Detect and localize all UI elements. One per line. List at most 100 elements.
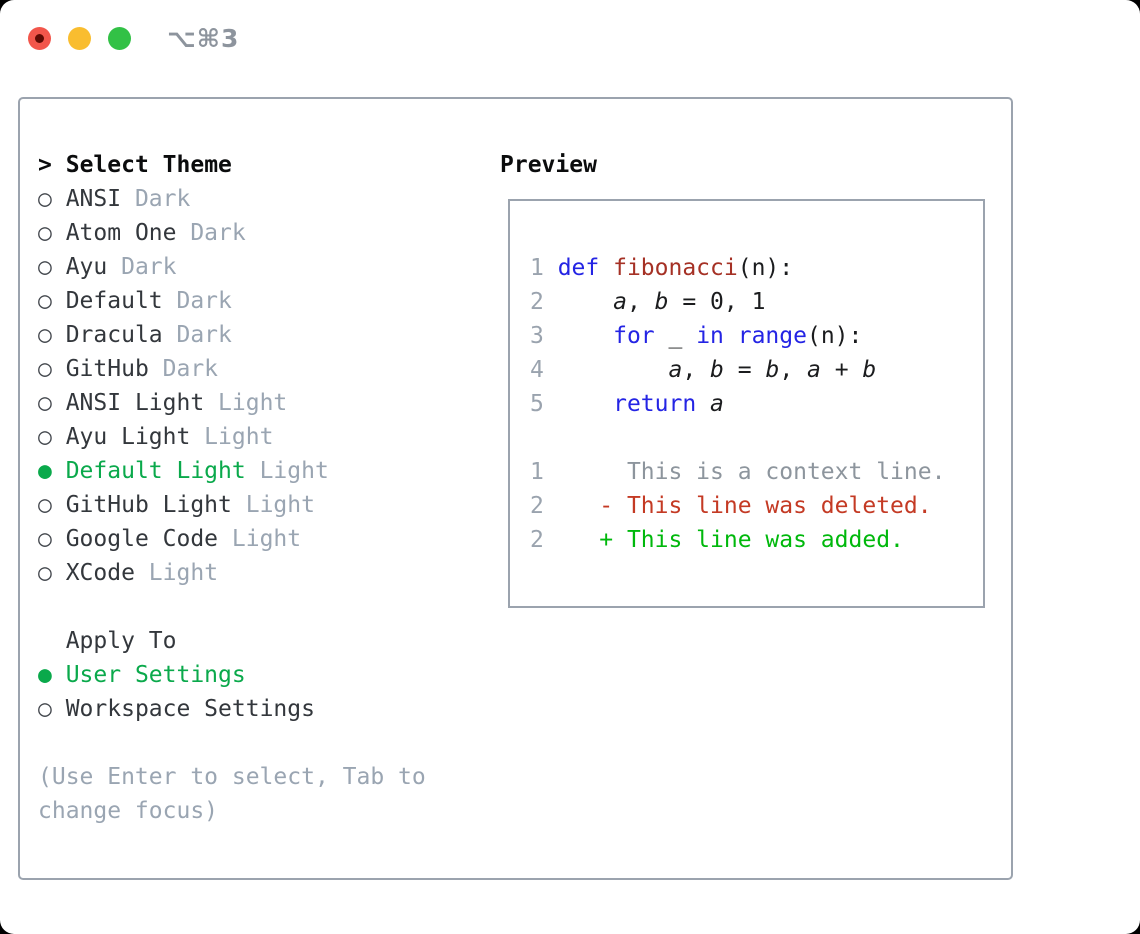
option-label: Ayu Light [65,424,191,450]
code-token-plain: = [723,357,766,383]
keyboard-hint: (Use Enter to select, Tab to change focu… [38,764,426,824]
theme-option[interactable]: ○ XCode Light [38,556,468,590]
preview-header: Preview [500,152,597,178]
option-variant-label: Dark [162,288,232,314]
code-token-num: 2 [530,527,558,553]
code-token-fn: fibonacci [613,255,738,281]
code-token-plain [558,391,613,417]
theme-option[interactable]: ○ Default Dark [38,284,468,318]
gap [38,726,468,760]
option-label: Default Light [65,458,246,484]
option-variant-label: Light [231,492,315,518]
select-theme-title: Select Theme [65,152,232,178]
preview-code-line: 5 return a [530,387,983,421]
option-label: ANSI Light [65,390,205,416]
radio-unselected-icon: ○ [38,560,66,586]
code-token-kw: return [613,391,711,417]
option-label: Atom One [65,220,177,246]
option-variant-label: Dark [162,322,232,348]
option-label: GitHub [65,356,149,382]
code-token-var: a [613,289,627,315]
theme-option[interactable]: ○ Dracula Dark [38,318,468,352]
theme-selector-panel: > Select Theme ○ ANSI Dark○ Atom One Dar… [18,97,1013,880]
preview-code-line: 4 a, b = b, a + b [530,353,983,387]
minimize-button[interactable] [68,27,91,50]
theme-option[interactable]: ○ Ayu Light Light [38,420,468,454]
title-bar: ⌥⌘3 [0,0,1140,60]
option-variant-label: Light [190,424,274,450]
option-variant-label: Light [204,390,288,416]
code-token-var: a [710,391,724,417]
theme-option[interactable]: ○ ANSI Light Light [38,386,468,420]
option-variant-label: Light [218,526,302,552]
apply-to-option[interactable]: ● User Settings [38,658,468,692]
radio-unselected-icon: ○ [38,356,66,382]
code-token-num: 1 [530,459,558,485]
theme-option[interactable]: ○ Google Code Light [38,522,468,556]
option-variant-label: Dark [148,356,219,382]
preview-code-line: 1 This is a context line. [530,455,983,489]
code-token-var: b [765,357,780,383]
code-token-kw: def [557,255,614,281]
select-theme-label [52,152,66,178]
preview-code-line: 2 a, b = 0, 1 [530,285,983,319]
theme-list: ○ ANSI Dark○ Atom One Dark○ Ayu Dark○ De… [38,182,468,590]
apply-to-header: Apply To [65,628,177,654]
theme-option[interactable]: ○ GitHub Light Light [38,488,468,522]
radio-selected-icon: ● [38,662,66,688]
radio-unselected-icon: ○ [38,424,66,450]
theme-option[interactable]: ○ Atom One Dark [38,216,468,250]
code-token-plain: (n): [737,255,794,281]
option-label: Dracula [65,322,163,348]
option-variant-label: Dark [107,254,177,280]
code-token-ctx: This is a context line. [557,459,946,485]
code-token-num: 2 [530,493,558,519]
code-token-plain: (n): [806,323,863,349]
code-token-plain: , [682,357,711,383]
option-label: Workspace Settings [65,696,315,722]
option-label: Ayu [65,254,108,280]
code-token-plain [558,289,613,315]
radio-unselected-icon: ○ [38,526,66,552]
radio-unselected-icon: ○ [38,186,66,212]
option-variant-label: Light [134,560,219,586]
close-button[interactable] [28,27,51,50]
code-token-plain: , [779,357,808,383]
code-token-num: 3 [530,323,558,349]
code-token-kw: for [613,323,669,349]
radio-unselected-icon: ○ [38,254,66,280]
theme-option[interactable]: ○ GitHub Dark [38,352,468,386]
zoom-button[interactable] [108,27,131,50]
option-label: ANSI [65,186,122,212]
option-label: Google Code [65,526,219,552]
code-token-plain: = 0, 1 [668,289,766,315]
option-variant-label: Dark [121,186,191,212]
radio-unselected-icon: ○ [38,390,66,416]
option-variant-label: Dark [176,220,246,246]
preview-code-line: 2 - This line was deleted. [530,489,983,523]
radio-unselected-icon: ○ [38,288,66,314]
code-token-var: b [654,289,669,315]
preview-code-line [530,421,983,455]
apply-to-list: ● User Settings○ Workspace Settings [38,658,468,726]
radio-unselected-icon: ○ [38,492,66,518]
code-token-num: 5 [530,391,558,417]
preview-code-line: 2 + This line was added. [530,523,983,557]
select-theme-header: > Select Theme [38,148,468,182]
option-label: Default [65,288,163,314]
code-token-num: 1 [530,255,558,281]
code-token-plain [558,357,669,383]
theme-selector-column: > Select Theme ○ ANSI Dark○ Atom One Dar… [38,148,468,828]
theme-option[interactable]: ○ Ayu Dark [38,250,468,284]
prompt-icon: > [38,152,52,178]
window-title: ⌥⌘3 [167,24,240,53]
theme-option[interactable]: ○ ANSI Dark [38,182,468,216]
option-label: XCode [65,560,135,586]
code-token-plain: + [820,357,863,383]
apply-to-option[interactable]: ○ Workspace Settings [38,692,468,726]
code-token-add: + This line was added. [557,527,904,553]
theme-option[interactable]: ● Default Light Light [38,454,468,488]
preview-code-line: 3 for _ in range(n): [530,319,983,353]
preview-code-line: 1 def fibonacci(n): [530,251,983,285]
